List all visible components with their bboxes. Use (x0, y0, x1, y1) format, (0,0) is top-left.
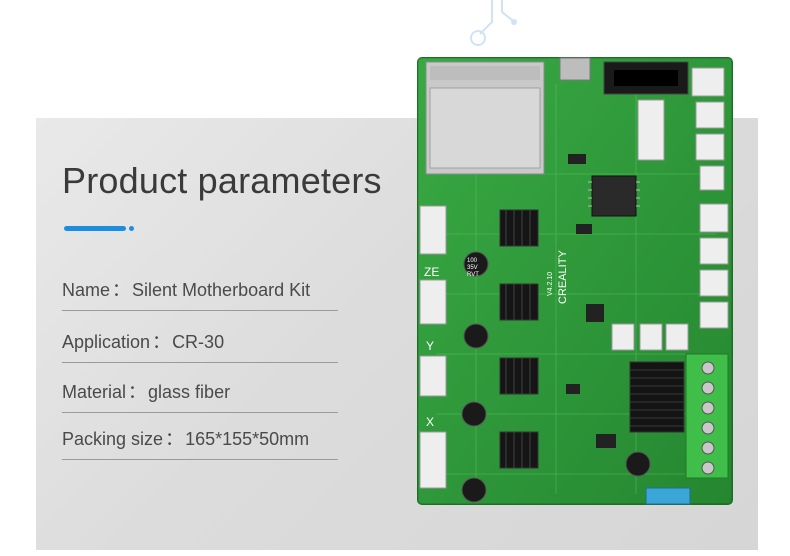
param-name-value: Silent Motherboard Kit (132, 280, 311, 300)
param-application-separator: ： (152, 332, 171, 352)
param-material-label: Material (62, 382, 127, 402)
title-accent-dot (129, 226, 134, 231)
param-packing-size-value: 165*155*50mm (185, 429, 310, 449)
param-material-separator: ： (128, 382, 147, 402)
param-material-value: glass fiber (148, 382, 231, 402)
circuit-decoration-icon (470, 0, 517, 46)
param-material: Material：glass fiber (62, 378, 338, 413)
param-application: Application：CR-30 (62, 328, 338, 363)
param-packing-size: Packing size：165*155*50mm (62, 425, 338, 460)
capacitor-label-35v: 35V (467, 265, 478, 271)
axis-label-ze: ZE (424, 265, 439, 279)
param-application-value: CR-30 (172, 332, 225, 352)
param-name-separator: ： (112, 280, 131, 300)
param-name: Name：Silent Motherboard Kit (62, 276, 338, 311)
title-accent-bar (64, 226, 126, 231)
param-name-label: Name (62, 280, 111, 300)
capacitor-label-100: 100 (467, 258, 478, 264)
param-packing-size-separator: ： (165, 429, 184, 449)
board-version-label: V4.2.10 (547, 272, 554, 296)
axis-label-x: X (426, 415, 434, 429)
axis-label-y: Y (426, 339, 434, 353)
motherboard-image: ZE Y X 100 35V RVT CREALITY V4.2.10 (417, 57, 733, 505)
param-application-label: Application (62, 332, 151, 352)
param-packing-size-label: Packing size (62, 429, 164, 449)
board-brand-label: CREALITY (557, 250, 569, 304)
page-title: Product parameters (62, 160, 382, 201)
capacitor-label-rvt: RVT (467, 272, 479, 278)
